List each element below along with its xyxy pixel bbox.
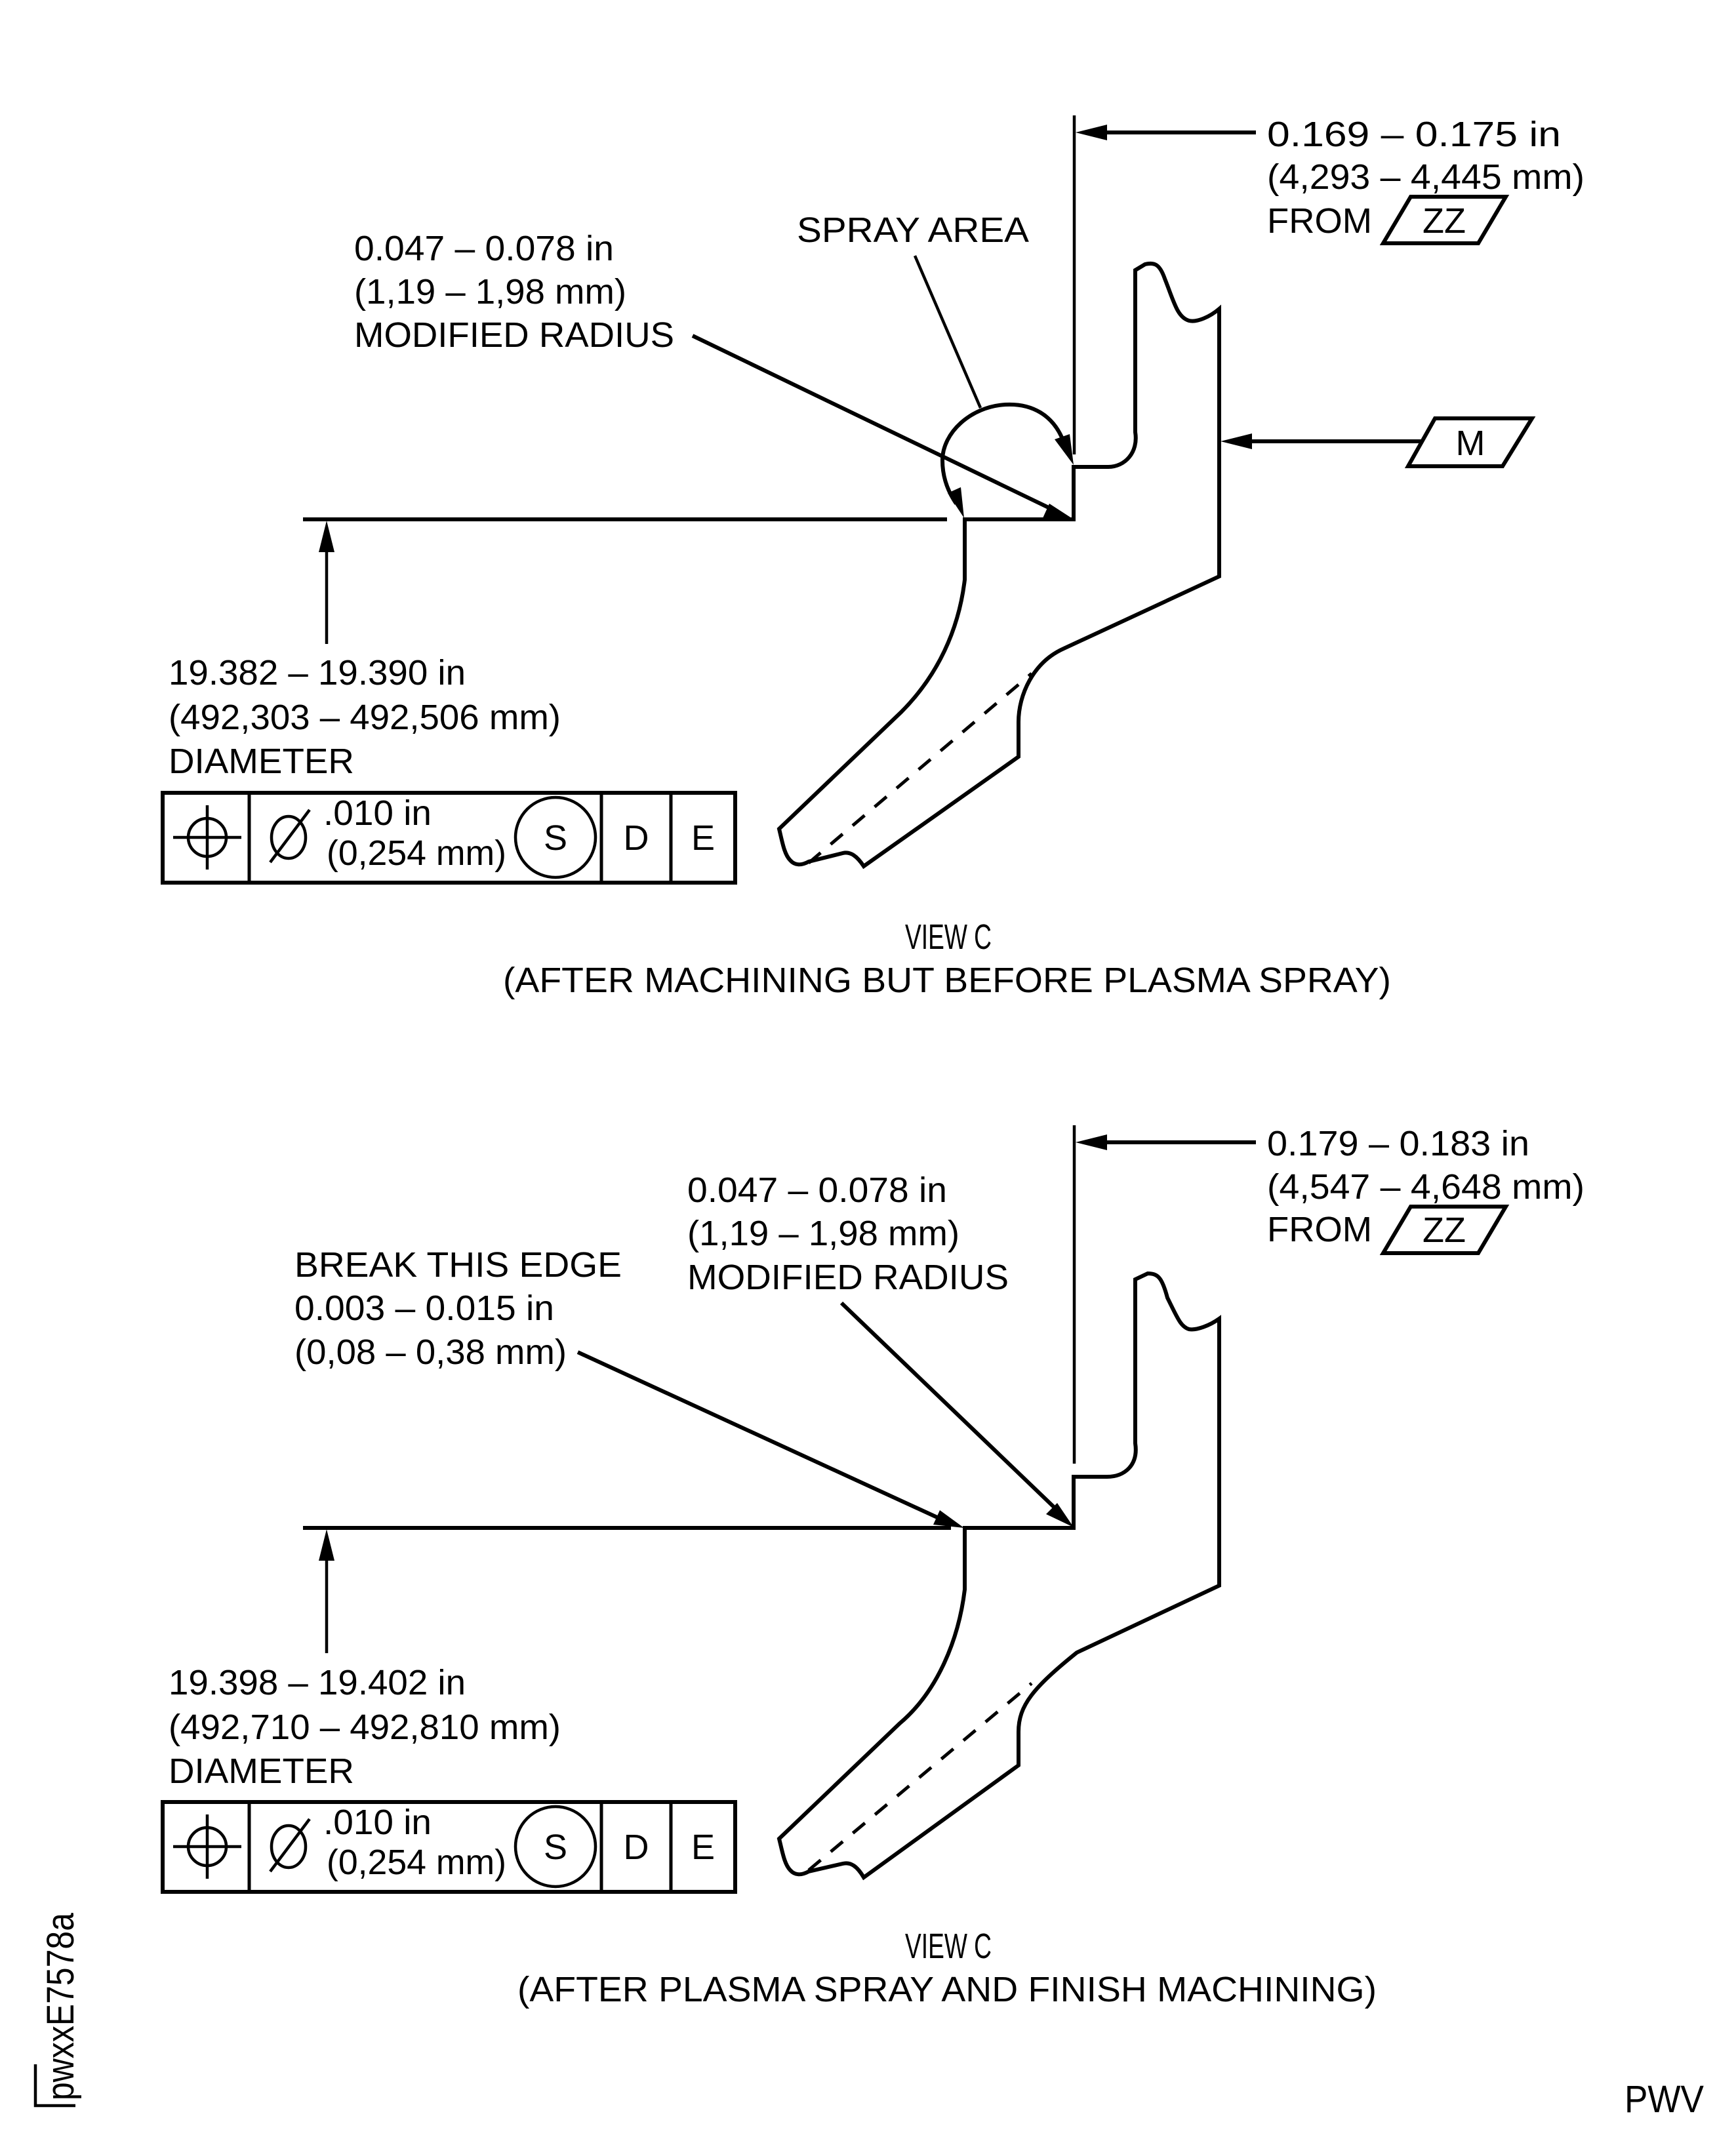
modifier-circle [514, 1805, 597, 1889]
arrowhead [1221, 433, 1252, 449]
feature-control-frame: .010 in (0,254 mm) S D E [161, 791, 737, 885]
step-dim-mm: (4,293 – 4,445 mm) [1267, 157, 1585, 197]
feature-control-frame: .010 in (0,254 mm) S D E [161, 1800, 737, 1894]
hidden-line [807, 672, 1033, 864]
step-dim-from: FROM [1267, 201, 1372, 241]
drawing-id-bracket [33, 2064, 75, 2108]
fcf-datum-e: E [691, 818, 715, 858]
position-symbol-icon [173, 805, 241, 870]
fcf-datum-d: D [624, 1828, 649, 1867]
part-outline [777, 261, 1221, 870]
diameter-symbol-icon [269, 809, 311, 864]
fcf-border [161, 791, 737, 885]
arrowhead [319, 1529, 334, 1561]
diameter-mm: (492,710 – 492,810 mm) [169, 1708, 561, 1747]
view-title: VIEW C [905, 1927, 992, 1966]
radius-label: MODIFIED RADIUS [354, 315, 674, 355]
fcf-tolerance-in: .010 in [323, 793, 432, 833]
fcf-modifier: S [544, 1828, 567, 1867]
part-outline [777, 1271, 1221, 1881]
diameter-mm: (492,303 – 492,506 mm) [169, 698, 561, 737]
arrowhead [933, 1510, 964, 1528]
radius-note: 0.047 – 0.078 in (1,19 – 1,98 mm) MODIFI… [687, 1171, 1009, 1297]
drawing-id: pwxxE7578a [39, 1912, 82, 2100]
break-edge-note: BREAK THIS EDGE 0.003 – 0.015 in (0,08 –… [294, 1245, 622, 1372]
fcf-datum-d: D [624, 818, 649, 858]
radius-leader [839, 1301, 1059, 1512]
hidden-line [807, 1682, 1033, 1872]
step-dim-text: 0.179 – 0.183 in (4,547 – 4,648 mm) FROM… [1267, 1124, 1585, 1250]
fcf-tolerance-mm: (0,254 mm) [327, 833, 506, 873]
diameter-label: DIAMETER [169, 1752, 354, 1791]
datum-zz-frame [1379, 1205, 1510, 1255]
view-before-spray: M 0.169 – 0.175 in (4,293 – 4,445 mm) FR… [161, 115, 1585, 1000]
radius-leader [691, 334, 1054, 511]
step-dim-text: 0.169 – 0.175 in (4,293 – 4,445 mm) FROM… [1267, 115, 1585, 241]
diameter-symbol-icon [269, 1818, 311, 1873]
arrowhead [1043, 504, 1074, 519]
diameter-note: 19.398 – 19.402 in (492,710 – 492,810 mm… [169, 1663, 561, 1791]
datum-zz-label: ZZ [1423, 201, 1466, 241]
radius-in: 0.047 – 0.078 in [354, 229, 614, 268]
arrowhead [948, 487, 964, 518]
diameter-in: 19.382 – 19.390 in [169, 653, 466, 692]
modifier-circle [514, 795, 597, 879]
step-dim-from: FROM [1267, 1210, 1372, 1249]
fcf-tolerance-mm: (0,254 mm) [327, 1843, 506, 1882]
radius-mm: (1,19 – 1,98 mm) [687, 1214, 959, 1253]
spray-area-arc [940, 402, 1067, 505]
position-symbol-icon [173, 1814, 241, 1879]
break-edge-mm: (0,08 – 0,38 mm) [294, 1332, 567, 1372]
corner-code: PWV [1625, 2078, 1704, 2121]
view-title: VIEW C [905, 917, 992, 957]
drawing-id-label: pwxxE7578a [33, 1912, 82, 2108]
arrowhead [1046, 1503, 1074, 1527]
fcf-tolerance-in: .010 in [323, 1803, 432, 1842]
spray-area-leader [913, 255, 982, 409]
break-edge-in: 0.003 – 0.015 in [294, 1289, 554, 1328]
radius-note: 0.047 – 0.078 in (1,19 – 1,98 mm) MODIFI… [354, 229, 674, 355]
step-dim-in: 0.169 – 0.175 in [1267, 115, 1561, 154]
arrowhead [1055, 434, 1074, 465]
step-dim-mm: (4,547 – 4,648 mm) [1267, 1167, 1585, 1207]
arrowhead [1076, 125, 1107, 140]
step-dim-in: 0.179 – 0.183 in [1267, 1124, 1529, 1163]
datum-m-frame [1404, 416, 1536, 468]
diameter-in: 19.398 – 19.402 in [169, 1663, 466, 1702]
break-edge-leader [576, 1350, 946, 1523]
fcf-border [161, 1800, 737, 1894]
view-after-spray: 0.179 – 0.183 in (4,547 – 4,648 mm) FROM… [161, 1124, 1585, 2009]
view-subtitle: (AFTER PLASMA SPRAY AND FINISH MACHINING… [517, 1970, 1377, 2009]
diameter-note: 19.382 – 19.390 in (492,303 – 492,506 mm… [169, 653, 561, 781]
arrowhead [319, 521, 334, 552]
radius-in: 0.047 – 0.078 in [687, 1171, 947, 1210]
spray-area-label: SPRAY AREA [797, 210, 1029, 250]
datum-zz-label: ZZ [1423, 1211, 1466, 1250]
diameter-label: DIAMETER [169, 742, 354, 781]
datum-m-label: M [1456, 424, 1485, 463]
view-subtitle: (AFTER MACHINING BUT BEFORE PLASMA SPRAY… [503, 961, 1391, 1000]
break-edge-label: BREAK THIS EDGE [294, 1245, 622, 1285]
fcf-modifier: S [544, 818, 567, 858]
radius-label: MODIFIED RADIUS [687, 1258, 1009, 1297]
radius-mm: (1,19 – 1,98 mm) [354, 272, 626, 311]
fcf-datum-e: E [691, 1828, 715, 1867]
arrowhead [1076, 1134, 1107, 1150]
datum-zz-frame [1379, 195, 1510, 245]
